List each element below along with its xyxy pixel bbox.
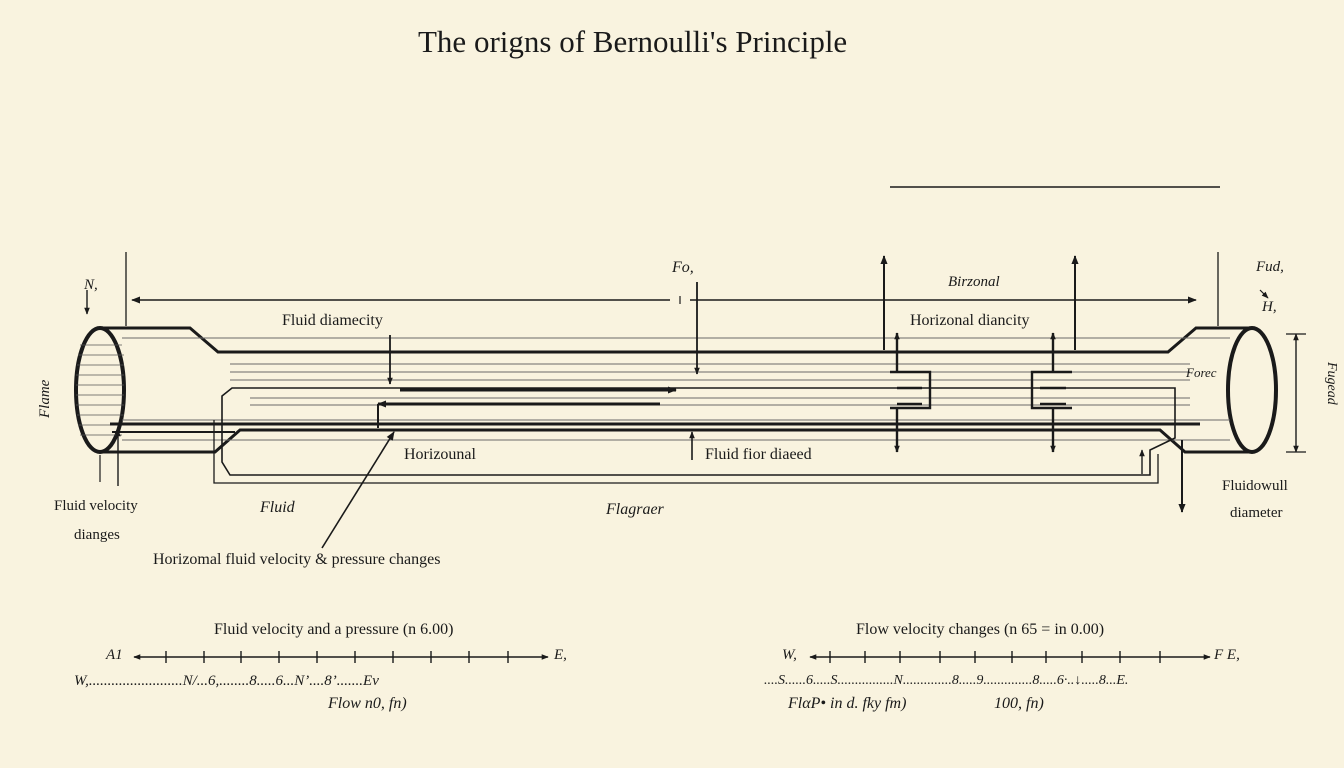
scale-right-end-left: W,	[782, 647, 797, 663]
scale-right-caption: Flow velocity changes (n 65 = in 0.00)	[856, 621, 1105, 638]
right-pipe-end	[1226, 326, 1278, 454]
page-title: The origns of Bernoulli's Principle	[418, 24, 848, 59]
scale-left-axis	[133, 651, 549, 663]
left-cap-hatching	[76, 344, 124, 436]
callout-arrow	[321, 431, 395, 549]
pipe-bottom-wall	[102, 428, 1250, 454]
scale-right-dot-row: ....S......6.....S................N.....…	[764, 673, 1129, 688]
label-h-right: H,	[1262, 299, 1277, 315]
pipe-top-wall	[102, 326, 1250, 354]
scale-left-axis-label: Flow n0, fn)	[328, 695, 407, 712]
scale-right-end-right: F E,	[1214, 647, 1240, 663]
label-birzonal: Birzonal	[948, 274, 1000, 290]
label-fluid-velocity: Fluid velocity	[54, 498, 138, 514]
scale-right-axis-label-a: FlαP• in d. fky fm)	[788, 695, 907, 712]
scale-right-axis	[809, 651, 1211, 663]
junction-left	[890, 332, 932, 453]
outer-channel	[213, 420, 1159, 484]
junction-right	[1030, 332, 1072, 453]
label-right-vertical: Fugead	[1324, 362, 1339, 405]
scale-right-axis-label-b: 100, fn)	[994, 695, 1044, 712]
left-pipe-end	[74, 326, 126, 454]
label-horizonal-diancity: Horizonal diancity	[910, 312, 1030, 329]
inner-channel	[221, 387, 1176, 476]
label-flagraer: Flagraer	[606, 501, 664, 518]
callout-label: Horizomal fluid velocity & pressure chan…	[153, 551, 441, 568]
label-fo: Fo,	[672, 259, 694, 276]
label-horizounal: Horizounal	[404, 446, 476, 463]
label-fluidowull: Fluidowull	[1222, 478, 1288, 494]
label-fluid: Fluid	[260, 499, 295, 516]
label-flame: Flame	[37, 379, 53, 418]
label-fluid-fior-diaeed: Fluid fior diaeed	[705, 446, 812, 463]
scale-left-caption: Fluid velocity and a pressure (n 6.00)	[214, 621, 454, 638]
label-fud: Fud,	[1256, 259, 1284, 275]
scale-left-dot-row: W,.........................N/...6,......…	[74, 673, 379, 689]
label-diameter: diameter	[1230, 505, 1283, 521]
label-n-left: N,	[84, 277, 98, 293]
scale-left-end-right: E,	[554, 647, 567, 663]
label-forec: Forec	[1186, 365, 1217, 380]
label-fluid-diamecity: Fluid diamecity	[282, 312, 383, 329]
scale-left-end-left: A1	[106, 647, 123, 663]
label-dianges: dianges	[74, 527, 120, 543]
